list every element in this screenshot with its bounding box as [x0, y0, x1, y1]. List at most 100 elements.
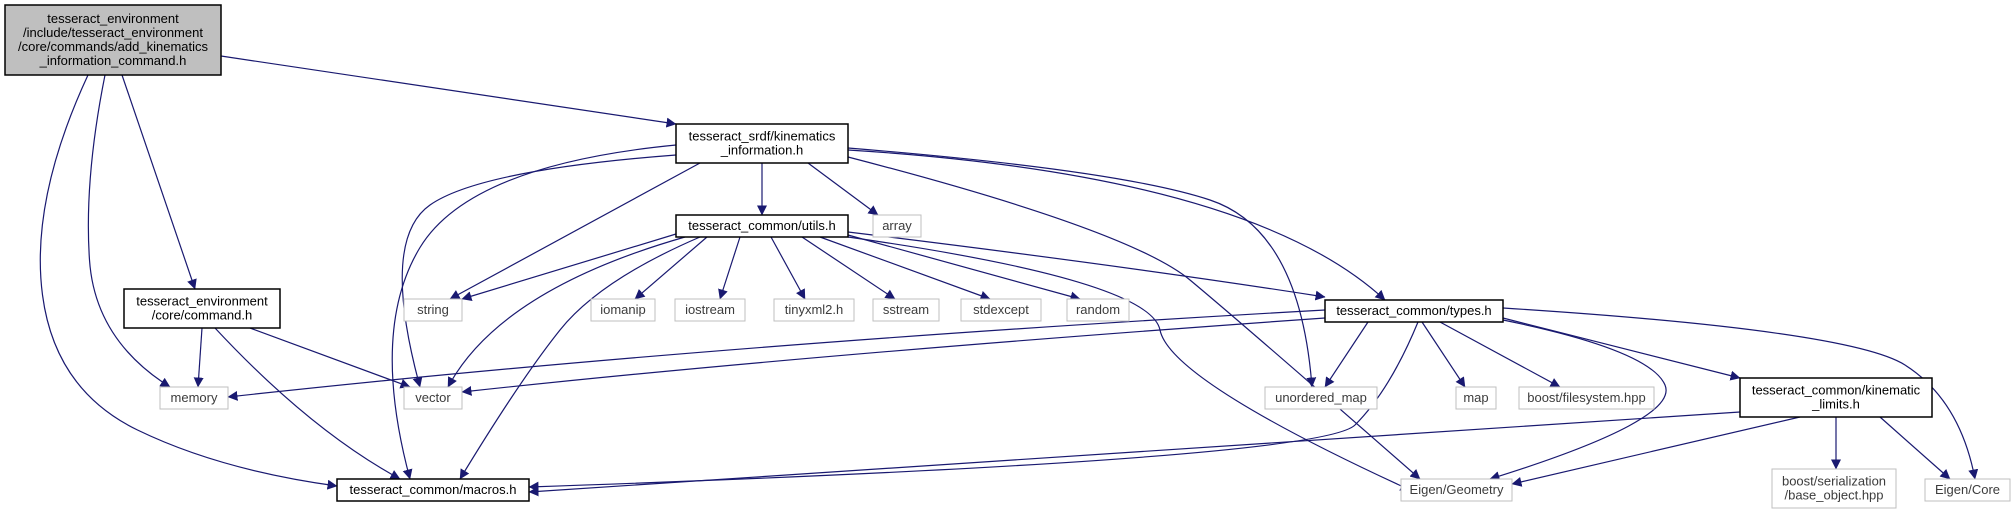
edge-root-to-macros	[39, 74, 338, 490]
node-label: tesseract_environment	[136, 294, 268, 309]
node-random: random	[1066, 298, 1130, 322]
edges	[39, 55, 1979, 497]
node-unordered-map: unordered_map	[1264, 386, 1378, 410]
edge-kin_info-to-vector	[401, 154, 677, 388]
edge-kin_info-to-macros	[391, 144, 677, 480]
node-utils[interactable]: tesseract_common/utils.h	[675, 214, 849, 238]
node-label: string	[417, 302, 449, 317]
node-kin-limits[interactable]: tesseract_common/kinematic_limits.h	[1739, 377, 1933, 418]
edge-types-to-kin_limits	[1502, 317, 1741, 381]
edge-utils-to-macros	[459, 236, 701, 480]
node-eigen-geom: Eigen/Geometry	[1400, 478, 1513, 502]
node-label: tesseract_common/kinematic	[1752, 383, 1921, 398]
node-label: tesseract_common/macros.h	[350, 482, 517, 497]
node-box	[773, 298, 855, 322]
node-label: tesseract_common/types.h	[1336, 303, 1491, 318]
node-label: sstream	[883, 302, 929, 317]
edge-kin_info-to-array	[807, 162, 879, 216]
edge-utils-to-vector	[447, 236, 686, 388]
node-macros[interactable]: tesseract_common/macros.h	[336, 478, 530, 502]
node-tinyxml2: tinyxml2.h	[773, 298, 855, 322]
node-label: _information.h	[720, 143, 803, 158]
node-iomanip: iomanip	[590, 298, 656, 322]
edge-types-to-unordered_map	[1324, 321, 1369, 388]
edge-kin_info-to-string	[449, 162, 701, 300]
node-label: /base_object.hpp	[1784, 488, 1883, 503]
edge-utils-to-tinyxml2	[770, 236, 806, 300]
edge-kin_limits-to-eigen_geom	[1511, 416, 1801, 487]
node-label: Eigen/Core	[1935, 482, 2000, 497]
node-label: random	[1076, 302, 1120, 317]
edge-types-to-boost_fs	[1439, 321, 1561, 388]
node-root[interactable]: tesseract_environment/include/tesseract_…	[4, 4, 222, 76]
edge-kin_limits-to-eigen_core	[1879, 416, 1951, 480]
edge-root-to-memory	[87, 74, 171, 388]
edge-kin_info-to-unordered_map	[847, 147, 1317, 388]
node-box	[123, 288, 281, 329]
edge-utils-to-string	[461, 233, 677, 302]
node-map: map	[1455, 386, 1497, 410]
node-box	[403, 298, 463, 322]
node-box	[1518, 386, 1655, 410]
node-iostream: iostream	[674, 298, 746, 322]
edge-types-to-vector	[461, 317, 1326, 396]
edge-kin_limits-to-macros	[528, 411, 1741, 497]
edge-types-to-eigen_core	[1502, 307, 1979, 480]
edge-root-to-command	[121, 74, 197, 290]
node-kin-info[interactable]: tesseract_srdf/kinematics_information.h	[675, 123, 849, 164]
edge-utils-to-iostream	[718, 236, 741, 300]
node-box	[590, 298, 656, 322]
node-label: _information_command.h	[39, 53, 187, 68]
edge-utils-to-iomanip	[634, 236, 708, 300]
node-eigen-core: Eigen/Core	[1924, 478, 2011, 502]
node-box	[1400, 478, 1513, 502]
node-label: /core/command.h	[152, 308, 252, 323]
edge-types-to-memory	[227, 309, 1326, 401]
node-sstream: sstream	[872, 298, 940, 322]
node-string: string	[403, 298, 463, 322]
node-label: vector	[415, 390, 451, 405]
node-label: boost/serialization	[1782, 474, 1886, 489]
edge-types-to-eigen_geom	[1489, 319, 1667, 481]
edge-utils-to-stdexcept	[819, 236, 991, 301]
edge-command-to-macros	[214, 327, 401, 480]
node-label: tinyxml2.h	[785, 302, 844, 317]
node-box	[403, 386, 463, 410]
node-boost-fs: boost/filesystem.hpp	[1518, 386, 1655, 410]
node-label: array	[882, 218, 912, 233]
node-label: unordered_map	[1275, 390, 1367, 405]
edge-utils-to-types	[847, 231, 1326, 301]
node-box	[1324, 299, 1504, 323]
node-box	[675, 214, 849, 238]
node-array: array	[872, 214, 922, 238]
node-box	[960, 298, 1042, 322]
node-types[interactable]: tesseract_common/types.h	[1324, 299, 1504, 323]
node-box	[1264, 386, 1378, 410]
node-label: /core/commands/add_kinematics	[18, 39, 209, 54]
node-label: iostream	[685, 302, 735, 317]
edge-types-to-map	[1421, 321, 1466, 388]
node-box	[872, 214, 922, 238]
node-box	[1771, 468, 1897, 509]
edge-utils-to-random	[847, 234, 1081, 302]
node-label: map	[1463, 390, 1488, 405]
node-vector: vector	[403, 386, 463, 410]
edge-command-to-memory	[193, 327, 204, 388]
node-label: /include/tesseract_environment	[23, 25, 203, 40]
edge-root-to-kin_info	[220, 55, 677, 128]
node-stdexcept: stdexcept	[960, 298, 1042, 322]
node-box	[872, 298, 940, 322]
node-label: iomanip	[600, 302, 646, 317]
node-box	[159, 386, 229, 410]
nodes: tesseract_environment/include/tesseract_…	[4, 4, 2011, 509]
node-box	[336, 478, 530, 502]
node-box	[1455, 386, 1497, 410]
edge-utils-to-sstream	[801, 236, 896, 300]
node-label: _limits.h	[1811, 397, 1860, 412]
node-box	[675, 123, 849, 164]
node-box	[1924, 478, 2011, 502]
node-label: boost/filesystem.hpp	[1527, 390, 1646, 405]
node-command[interactable]: tesseract_environment/core/command.h	[123, 288, 281, 329]
node-label: tesseract_srdf/kinematics	[689, 129, 836, 144]
node-box	[674, 298, 746, 322]
